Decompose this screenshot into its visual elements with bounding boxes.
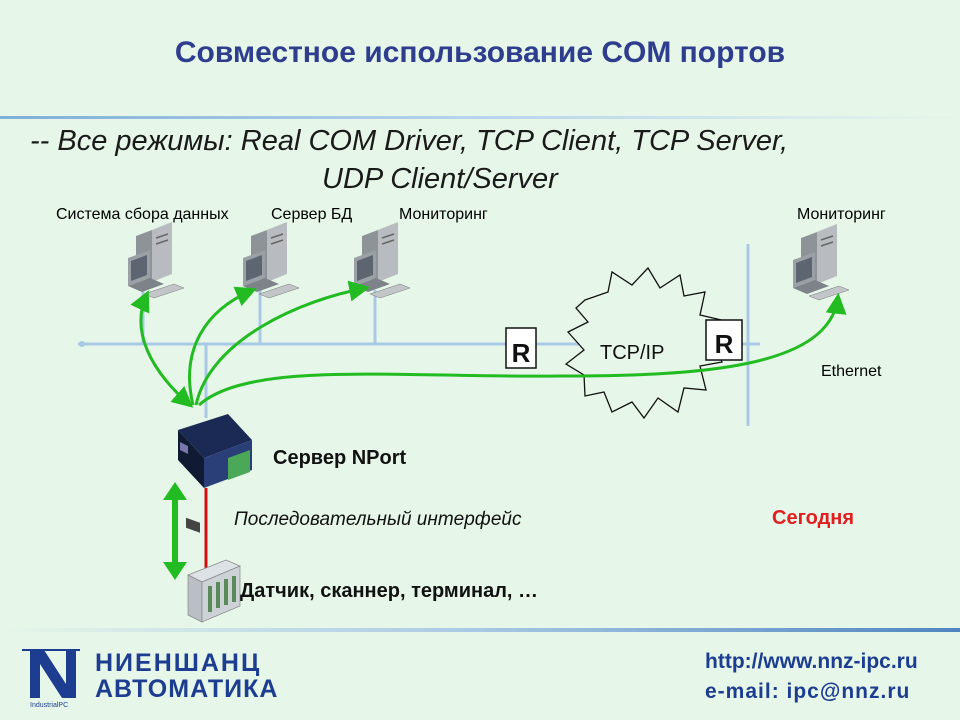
computer-label: Система сбора данных [56,206,229,223]
status-label: Сегодня [772,507,855,529]
computer-label: Мониторинг [797,206,886,223]
subtitle-line-1: -- Все режимы: Real COM Driver, TCP Clie… [30,125,789,157]
email-link[interactable]: e-mail: ipc@nnz.ru [705,680,911,703]
website-link[interactable]: http://www.nnz-ipc.ru [705,650,918,673]
bottom-divider [0,628,960,632]
sensor-device-icon [187,559,241,623]
router-icon [505,327,537,369]
page-title: Совместное использование COM портов [174,36,786,69]
network-label: Ethernet [821,363,882,380]
nport-label: Сервер NPort [273,447,407,469]
endpoint-label: Датчик, сканнер, терминал, … [240,580,539,602]
link-arrow [188,286,257,406]
subtitle: -- Все режимы: Real COM Driver, TCP Clie… [30,122,788,198]
tcpip-cloud [564,266,732,420]
computer-icon [792,223,850,301]
logo-small-text: IndustrialPC [30,702,69,709]
computer-icon [242,221,300,299]
computer-icon [353,221,411,299]
router-icon [705,319,743,361]
router-label: R [512,338,531,368]
router-label: R [715,329,734,359]
serial-interface-label: Последовательный интерфейс [234,509,522,530]
link-arrow [194,280,371,406]
nport-device-icon [178,414,252,533]
company-logo-icon [22,648,80,698]
subtitle-line-2: UDP Client/Server [322,163,558,195]
link-arrow [198,292,847,407]
computer-icon [127,221,185,299]
cloud-label: TCP/IP [600,342,664,364]
link-arrow [130,290,194,408]
top-divider [0,116,960,119]
company-sub: АВТОМАТИКА [95,675,279,703]
computer-label: Сервер БД [271,206,352,223]
computer-label: Мониторинг [399,206,488,223]
company-name: НИЕНШАНЦ [95,649,262,677]
